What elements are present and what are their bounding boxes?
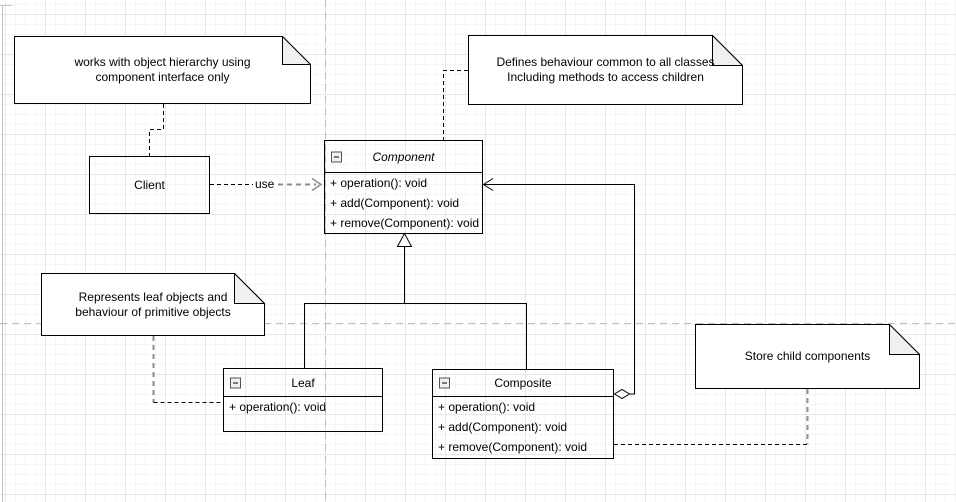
note-line: behaviour of primitive objects bbox=[75, 304, 231, 319]
note-body bbox=[14, 36, 311, 104]
note-body bbox=[468, 35, 743, 105]
class-leaf[interactable]: Leaf + operation(): void bbox=[223, 368, 383, 432]
note-fold-icon bbox=[712, 35, 743, 66]
method-row: + add(Component): void bbox=[438, 420, 568, 434]
open-arrowhead-icon bbox=[482, 178, 494, 191]
class-leaf-header: Leaf bbox=[224, 369, 382, 397]
collapse-icon[interactable] bbox=[439, 377, 450, 389]
collapse-icon[interactable] bbox=[230, 377, 241, 388]
note-shape bbox=[468, 35, 743, 105]
note-line: Defines behaviour common to all classes bbox=[496, 55, 715, 69]
method-row: + operation(): void bbox=[438, 400, 536, 414]
class-composite-header: Composite bbox=[433, 370, 613, 397]
class-client[interactable]: Client bbox=[89, 156, 210, 214]
note-shape bbox=[14, 36, 311, 104]
class-client-name: Client bbox=[134, 178, 165, 192]
note-body bbox=[41, 273, 265, 336]
class-composite-name: Composite bbox=[494, 376, 552, 390]
note-text: Store child components bbox=[695, 324, 920, 389]
note-line: Store child components bbox=[744, 349, 871, 363]
generalization-triangle-icon bbox=[396, 232, 413, 247]
class-component-name: Component bbox=[372, 149, 435, 164]
note-text: Represents leaf objects and behaviour of… bbox=[41, 273, 265, 336]
method-row: + remove(Component): void bbox=[330, 216, 480, 230]
edge-aggregation bbox=[483, 184, 635, 395]
note-line: component interface only bbox=[95, 70, 230, 84]
note-fold-icon bbox=[282, 36, 311, 65]
method-row: + operation(): void bbox=[330, 176, 428, 190]
note-line: works with object hierarchy using bbox=[74, 55, 251, 69]
minus-glyph bbox=[334, 156, 339, 157]
note-body bbox=[695, 324, 920, 389]
use-edge-label: use bbox=[253, 177, 277, 191]
note-fold-icon bbox=[234, 273, 265, 304]
edge-note-to-component bbox=[443, 70, 468, 140]
class-leaf-name: Leaf bbox=[291, 375, 315, 390]
edge-generalization bbox=[304, 246, 527, 369]
note-fold-icon bbox=[889, 324, 920, 355]
note-line: Including methods to access children bbox=[507, 70, 704, 84]
note-text: works with object hierarchy using compon… bbox=[14, 36, 311, 104]
class-component[interactable]: Component + operation(): void + add(Comp… bbox=[324, 140, 483, 234]
method-row: + operation(): void bbox=[229, 400, 327, 414]
collapse-icon[interactable] bbox=[331, 151, 342, 162]
method-row: + remove(Component): void bbox=[438, 440, 588, 454]
aggregation-diamond-icon bbox=[613, 388, 631, 400]
note-shape bbox=[41, 273, 265, 336]
class-composite[interactable]: Composite + operation(): void + add(Comp… bbox=[432, 369, 614, 459]
note-client-usage[interactable]: works with object hierarchy using compon… bbox=[14, 36, 311, 104]
method-row: + add(Component): void bbox=[330, 196, 460, 210]
class-component-header: Component bbox=[325, 141, 482, 173]
note-line: Represents leaf objects and bbox=[78, 289, 228, 304]
note-text: Defines behaviour common to all classes … bbox=[468, 35, 743, 105]
minus-glyph bbox=[233, 382, 238, 383]
note-shape bbox=[695, 324, 920, 389]
open-arrowhead-icon bbox=[311, 177, 323, 192]
minus-glyph bbox=[442, 382, 447, 384]
edge-note-to-client bbox=[149, 104, 164, 156]
note-component-behaviour[interactable]: Defines behaviour common to all classes … bbox=[468, 35, 743, 105]
note-composite-storage[interactable]: Store child components bbox=[695, 324, 920, 389]
note-leaf-description[interactable]: Represents leaf objects and behaviour of… bbox=[41, 273, 265, 336]
